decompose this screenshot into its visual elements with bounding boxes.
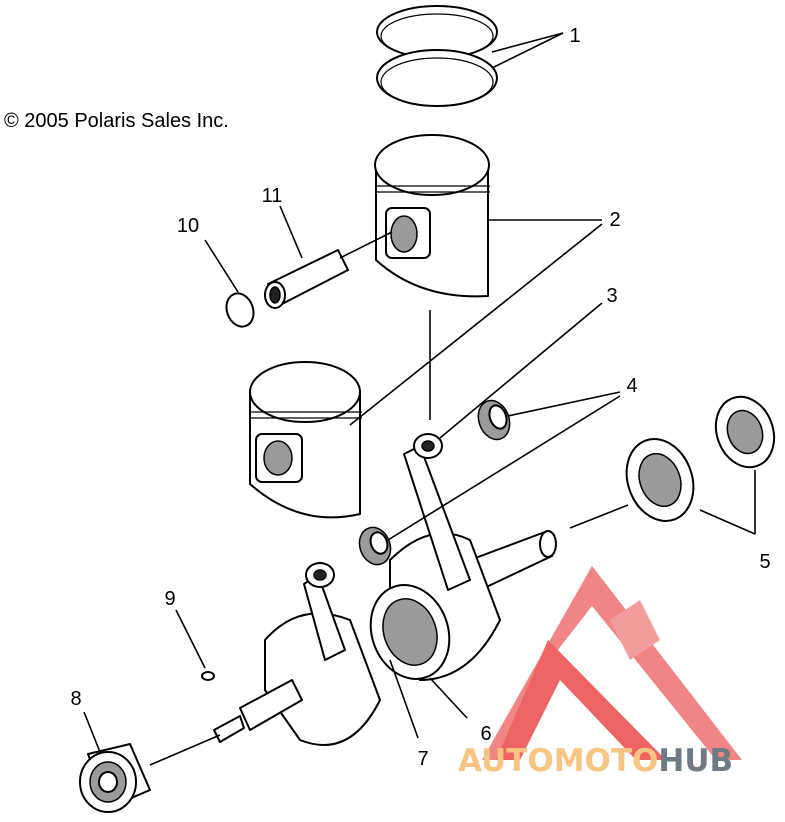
callout-4: 4 xyxy=(626,375,637,397)
piston-rings xyxy=(376,5,498,107)
callout-3: 3 xyxy=(606,285,617,307)
connecting-rod-lower xyxy=(303,562,346,661)
woodruff-key xyxy=(201,671,215,681)
end-bearing xyxy=(79,743,151,813)
copyright-text: © 2005 Polaris Sales Inc. xyxy=(4,110,229,132)
circlip xyxy=(225,292,255,328)
callout-11: 11 xyxy=(262,185,283,207)
connecting-rod-upper xyxy=(403,433,471,591)
crankshaft xyxy=(213,530,557,746)
leader-lines xyxy=(83,32,756,766)
callout-5: 5 xyxy=(759,551,770,573)
needle-bearing-lower xyxy=(358,526,392,566)
callout-6: 6 xyxy=(480,723,491,745)
needle-bearing-upper xyxy=(477,399,511,441)
callout-2: 2 xyxy=(609,209,620,231)
wrist-pin xyxy=(264,249,349,309)
piston-lower xyxy=(249,361,362,519)
watermark-text: AUTOMOTOHUB xyxy=(458,743,733,779)
watermark-text-part1: AUTOMOTO xyxy=(458,743,658,779)
callout-10: 10 xyxy=(177,215,199,237)
piston-upper xyxy=(374,134,490,298)
callout-9: 9 xyxy=(164,588,175,610)
watermark-logo-icon xyxy=(482,566,742,760)
main-bearing-small xyxy=(714,395,776,469)
main-bearing-large xyxy=(625,438,695,522)
callout-1: 1 xyxy=(569,25,580,47)
callout-7: 7 xyxy=(417,748,428,770)
watermark-text-part2: HUB xyxy=(658,743,733,779)
callout-8: 8 xyxy=(70,688,81,710)
